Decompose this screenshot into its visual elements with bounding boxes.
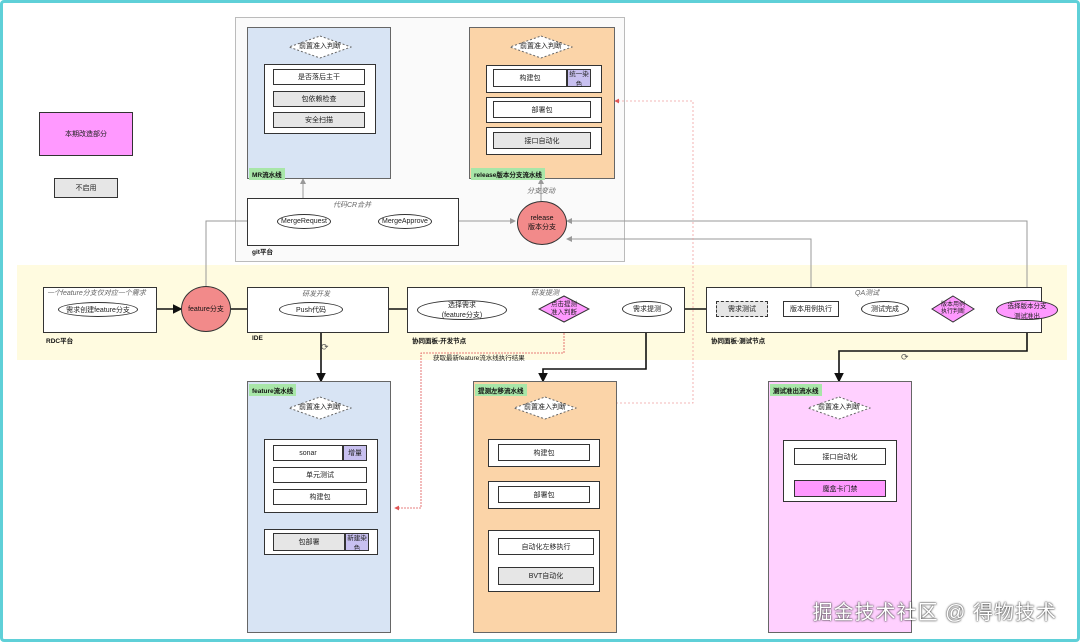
arrow-final-release <box>566 218 1028 299</box>
dev-test-label: 研发提测 <box>531 290 559 297</box>
shift-left-auto-exec: 自动化左移执行 <box>498 538 594 555</box>
qa-case-execution: 版本用例执行 <box>783 301 839 317</box>
rdc-tag: RDC平台 <box>46 338 74 345</box>
feature-sonar-badge: 增量 <box>343 445 367 461</box>
qa-case-gate-diamond <box>931 295 975 323</box>
mr-gate-diamond <box>288 35 352 59</box>
shift-left-pipeline-tag: 提测左移流水线 <box>475 384 527 396</box>
qa-exit-pipeline-tag: 测试准出流水线 <box>770 384 822 396</box>
feature-gate-diamond <box>288 396 352 420</box>
release-gate-diamond <box>509 35 573 59</box>
release-build-badge: 统一染色 <box>567 69 591 88</box>
arrow-submit-shift-pipe <box>538 321 647 383</box>
submit-test-gate-label: 点击提测 准入判断 <box>551 301 577 316</box>
legend-disabled: 不启用 <box>54 178 118 198</box>
feature-gate: 前置准入判断 <box>288 396 352 420</box>
qa-exit-pipeline <box>768 381 912 633</box>
push-code-node: Push代码 <box>279 302 343 317</box>
feature-build: 构建包 <box>273 489 367 505</box>
mr-check-security-scan: 安全扫描 <box>273 112 365 128</box>
dev-label: 研发开发 <box>302 291 330 298</box>
release-branch-node: release 版本分支 <box>517 201 567 245</box>
qa-exit-gate-check: 魔盒卡门禁 <box>794 480 886 497</box>
arrow-dotted-release <box>614 98 694 404</box>
merge-request-node: MergeRequest <box>277 214 331 229</box>
release-deploy: 部署包 <box>493 101 591 118</box>
qa-exit-gate: 前置准入判断 <box>807 396 871 420</box>
arrow-release-qa-exit <box>834 321 1028 383</box>
mr-pipeline-tag: MR流水线 <box>249 168 285 180</box>
choose-release-exit-node: 选择版本分支 测试准出 <box>996 300 1058 320</box>
qa-test-done: 测试完成 <box>861 301 909 317</box>
fetch-feature-result-label: 获取最新feature流水线执行结果 <box>433 355 525 362</box>
feature-gate-label: 前置准入判断 <box>299 403 341 411</box>
release-gate: 前置准入判断 <box>509 35 573 59</box>
release-pipeline-tag: release版本分支流水线 <box>471 168 545 180</box>
qa-label: QA测试 <box>855 290 880 297</box>
rdc-note: 一个feature分支仅对应一个需求 <box>47 290 146 297</box>
qa-case-gate-label: 版本用例 执行判断 <box>940 301 965 315</box>
qa-requirement-test: 需求测试 <box>716 301 768 317</box>
arrow-gate-fetch <box>394 321 565 511</box>
git-branch-change-label: 分支变动 <box>527 188 555 195</box>
shift-left-gate: 前置准入判断 <box>513 396 577 420</box>
feature-deploy-badge: 新建染色 <box>345 533 369 552</box>
arrow-qa-case-release <box>566 236 812 299</box>
refresh-icon: ⟳ <box>901 352 909 362</box>
feature-branch-node: feature分支 <box>181 286 231 332</box>
rdc-create-feature-node: 需求创建feature分支 <box>58 302 138 317</box>
shift-left-gate-diamond <box>513 396 577 420</box>
refresh-icon: ⟳ <box>321 342 329 352</box>
feature-unit-test: 单元测试 <box>273 467 367 483</box>
qa-tag: 协同面板-测试节点 <box>711 338 766 345</box>
qa-exit-gate-label: 前置准入判断 <box>818 403 860 411</box>
legend-changed-part: 本期改造部分 <box>39 112 133 156</box>
release-gate-label: 前置准入判断 <box>520 42 562 50</box>
submit-test-gate: 点击提测 准入判断 <box>538 295 590 323</box>
shift-left-build: 构建包 <box>498 444 590 461</box>
mr-check-behind-trunk: 是否落后主干 <box>273 69 365 85</box>
shift-left-bvt: BVT自动化 <box>498 567 594 585</box>
requirement-submit-node: 需求提测 <box>622 301 672 317</box>
shift-left-deploy: 部署包 <box>498 486 590 503</box>
mr-check-dependency: 包依赖检查 <box>273 91 365 107</box>
choose-requirement-node: 选择需求 (feature分支) <box>417 300 507 320</box>
git-cr-label: 代码CR合并 <box>333 202 372 209</box>
mr-gate-label: 前置准入判断 <box>299 42 341 50</box>
release-api-auto: 接口自动化 <box>493 132 591 149</box>
qa-case-gate: 版本用例 执行判断 <box>931 295 975 323</box>
ide-tag: IDE <box>252 335 263 342</box>
shift-left-gate-label: 前置准入判断 <box>524 403 566 411</box>
dev-test-tag: 协同面板-开发节点 <box>412 338 467 345</box>
submit-test-gate-diamond <box>538 295 590 323</box>
git-platform-tag: git平台 <box>252 249 273 256</box>
qa-exit-api-auto: 接口自动化 <box>794 448 886 465</box>
merge-approve-node: MergeApprove <box>378 214 432 229</box>
feature-pipeline-tag: feature流水线 <box>249 384 297 396</box>
mr-gate: 前置准入判断 <box>288 35 352 59</box>
feature-deploy: 包部署 <box>273 533 345 551</box>
watermark: 掘金技术社区 @ 得物技术 <box>812 602 1057 624</box>
release-build: 构建包 <box>493 69 567 87</box>
qa-exit-gate-diamond <box>807 396 871 420</box>
feature-sonar: sonar <box>273 445 343 461</box>
